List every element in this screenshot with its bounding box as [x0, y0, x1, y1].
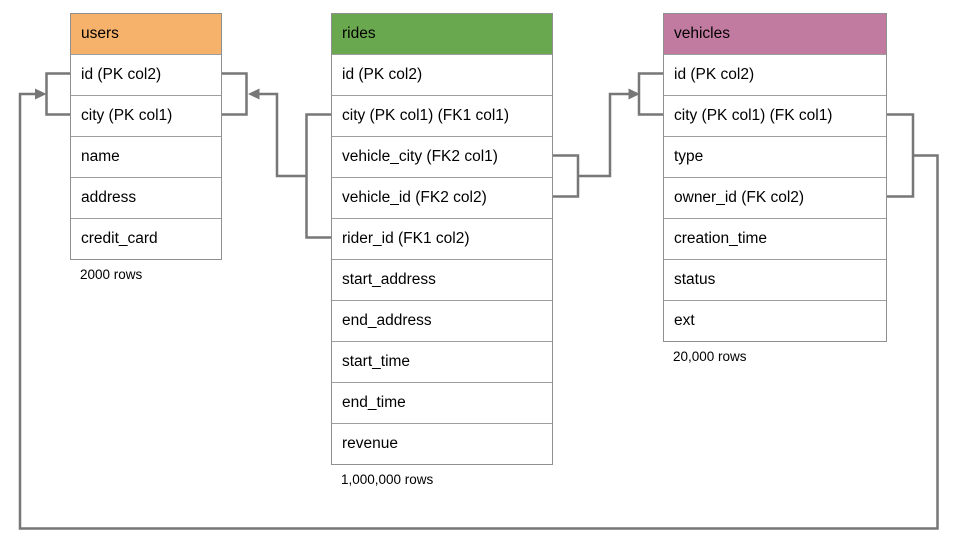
table-row: end_time [332, 382, 552, 423]
table-row: start_address [332, 259, 552, 300]
rides-left-bracket [305, 113, 331, 239]
table-row: type [664, 136, 886, 177]
table-row: status [664, 259, 886, 300]
vehicles-left-bracket [637, 72, 663, 116]
row-count-users: 2000 rows [80, 267, 143, 282]
table-row: start_time [332, 341, 552, 382]
fk-vehicles-to-users-loop-path [18, 92, 939, 530]
users-left-bracket [45, 72, 70, 116]
arrowhead-into-vehicles-left [628, 88, 640, 100]
users-right-bracket [222, 72, 248, 116]
table-row: rider_id (FK1 col2) [332, 218, 552, 259]
row-count-vehicles: 20,000 rows [673, 349, 747, 364]
row-count-rides: 1,000,000 rows [341, 472, 434, 487]
table-row: address [71, 177, 221, 218]
table-row: city (PK col1) (FK1 col1) [332, 95, 552, 136]
table-row: credit_card [71, 218, 221, 259]
table-header-vehicles: vehicles [664, 14, 886, 54]
table-row: owner_id (FK col2) [664, 177, 886, 218]
fk1-rides-to-users-path [259, 92, 307, 178]
table-row: id (PK col2) [664, 54, 886, 95]
table-header-users: users [71, 14, 221, 54]
table-rides: rides id (PK col2) city (PK col1) (FK1 c… [331, 13, 553, 465]
table-row: city (PK col1) [71, 95, 221, 136]
table-users: users id (PK col2) city (PK col1) name a… [70, 13, 222, 260]
table-header-rides: rides [332, 14, 552, 54]
table-row: creation_time [664, 218, 886, 259]
table-row: city (PK col1) (FK col1) [664, 95, 886, 136]
table-vehicles: vehicles id (PK col2) city (PK col1) (FK… [663, 13, 887, 342]
table-row: id (PK col2) [332, 54, 552, 95]
table-row: id (PK col2) [71, 54, 221, 95]
fk2-rides-to-vehicles-path [578, 92, 629, 178]
table-row: ext [664, 300, 886, 341]
table-row: end_address [332, 300, 552, 341]
vehicles-right-bracket [887, 113, 915, 198]
table-row: revenue [332, 423, 552, 464]
arrowhead-into-users-left [35, 88, 47, 100]
rides-right-bracket [553, 154, 580, 198]
table-row: name [71, 136, 221, 177]
arrowhead-into-users-right [248, 88, 260, 100]
table-row: vehicle_id (FK2 col2) [332, 177, 552, 218]
table-row: vehicle_city (FK2 col1) [332, 136, 552, 177]
